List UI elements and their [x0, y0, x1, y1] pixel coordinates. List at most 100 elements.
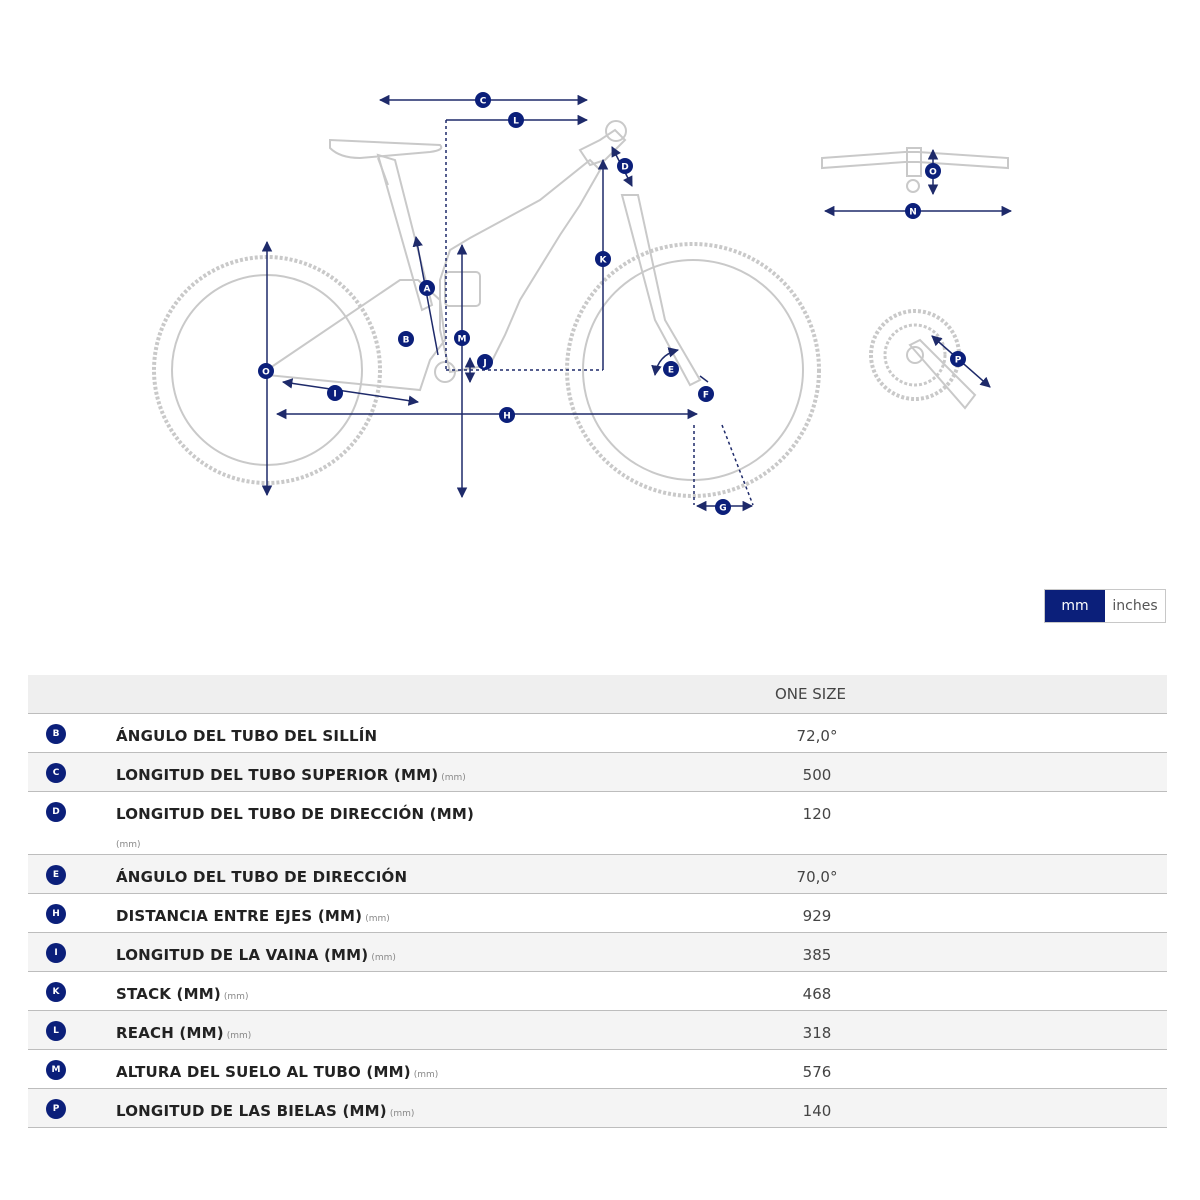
- frame-main: [439, 158, 602, 374]
- crank-bb: [906, 346, 924, 364]
- row-label: DISTANCIA ENTRE EJES (MM)(mm): [116, 907, 390, 925]
- table-row: P LONGITUD DE LAS BIELAS (MM)(mm) 140: [28, 1089, 1167, 1128]
- row-badge: B: [46, 724, 66, 744]
- handlebar-clamp: [906, 147, 922, 177]
- svg-text:K: K: [600, 256, 608, 266]
- row-badge: D: [46, 802, 66, 822]
- row-label: ÁNGULO DEL TUBO DEL SILLÍN: [116, 727, 378, 745]
- diagram-markers: C L D K A B M J O I H E F G O N P: [258, 92, 966, 515]
- dim-e-arc: [651, 347, 680, 377]
- marker-n: N: [905, 203, 921, 219]
- svg-text:D: D: [621, 163, 628, 173]
- svg-text:P: P: [955, 356, 962, 366]
- row-value: 318: [802, 1024, 832, 1042]
- marker-k: K: [595, 251, 611, 267]
- row-unit: (mm): [116, 840, 141, 850]
- handlebar-bolt: [906, 179, 920, 193]
- unit-inches-button[interactable]: inches: [1105, 590, 1165, 622]
- row-badge: P: [46, 1099, 66, 1119]
- saddle: [329, 138, 443, 160]
- table-row: M ALTURA DEL SUELO AL TUBO (MM)(mm) 576: [28, 1050, 1167, 1089]
- unit-toggle: mm inches: [1044, 589, 1166, 623]
- marker-c: C: [475, 92, 491, 108]
- marker-f: F: [698, 386, 714, 402]
- svg-text:O: O: [262, 368, 270, 378]
- row-label: STACK (MM)(mm): [116, 985, 249, 1003]
- seat-post: [377, 157, 389, 186]
- marker-i: I: [327, 385, 343, 401]
- table-row: C LONGITUD DEL TUBO SUPERIOR (MM)(mm) 50…: [28, 753, 1167, 792]
- row-value: 385: [802, 946, 832, 964]
- bike-geometry-diagram: C L D K A B M J O I H E F G O N P: [152, 92, 1013, 515]
- row-unit: (mm): [389, 1109, 415, 1119]
- svg-text:F: F: [703, 391, 709, 401]
- row-label: LONGITUD DEL TUBO SUPERIOR (MM)(mm): [116, 766, 466, 784]
- unit-mm-button[interactable]: mm: [1045, 590, 1105, 622]
- svg-text:G: G: [719, 504, 726, 514]
- svg-text:H: H: [503, 412, 511, 422]
- fork: [620, 194, 702, 387]
- row-unit: (mm): [365, 914, 390, 924]
- table-row: H DISTANCIA ENTRE EJES (MM)(mm) 929: [28, 894, 1167, 933]
- seat-tube: [376, 153, 434, 312]
- marker-o: O: [258, 363, 274, 379]
- svg-text:O: O: [929, 168, 937, 178]
- row-badge: K: [46, 982, 66, 1002]
- svg-text:B: B: [403, 336, 410, 346]
- bike-outline: [152, 120, 821, 498]
- row-unit: (mm): [223, 992, 249, 1002]
- table-header: ONE SIZE: [28, 675, 1167, 714]
- row-label: LONGITUD DEL TUBO DE DIRECCIÓN (MM)(mm): [116, 805, 475, 850]
- svg-text:C: C: [480, 97, 487, 107]
- row-label: REACH (MM)(mm): [116, 1024, 252, 1042]
- svg-text:J: J: [482, 359, 486, 369]
- row-unit: (mm): [371, 953, 396, 963]
- front-rim: [582, 259, 804, 481]
- svg-text:E: E: [668, 366, 674, 376]
- table-row: B ÁNGULO DEL TUBO DEL SILLÍN 72,0°: [28, 714, 1167, 753]
- dim-f-line: [699, 375, 709, 383]
- bar-clamp: [605, 120, 627, 142]
- row-value: 576: [802, 1063, 832, 1081]
- row-value: 72,0°: [796, 727, 838, 745]
- row-value: 120: [802, 805, 832, 823]
- row-unit: (mm): [441, 773, 466, 783]
- row-unit: (mm): [413, 1070, 439, 1080]
- row-label: ALTURA DEL SUELO AL TUBO (MM)(mm): [116, 1063, 439, 1081]
- row-label: LONGITUD DE LAS BIELAS (MM)(mm): [116, 1102, 415, 1120]
- table-row: D LONGITUD DEL TUBO DE DIRECCIÓN (MM)(mm…: [28, 792, 1167, 855]
- marker-d: D: [617, 158, 633, 174]
- crank-detail: [869, 309, 991, 410]
- table-row: E ÁNGULO DEL TUBO DE DIRECCIÓN 70,0°: [28, 855, 1167, 894]
- row-badge: C: [46, 763, 66, 783]
- svg-text:N: N: [909, 208, 917, 218]
- geometry-table: ONE SIZE B ÁNGULO DEL TUBO DEL SILLÍN 72…: [28, 675, 1167, 1128]
- row-value: 468: [802, 985, 832, 1003]
- svg-text:L: L: [513, 117, 519, 127]
- crank-spindle: [434, 361, 456, 383]
- front-tire: [565, 242, 821, 498]
- row-badge: E: [46, 865, 66, 885]
- table-row: L REACH (MM)(mm) 318: [28, 1011, 1167, 1050]
- svg-text:M: M: [458, 335, 467, 345]
- size-column-header: ONE SIZE: [775, 685, 846, 703]
- marker-o-handlebar: O: [925, 163, 941, 179]
- marker-h: H: [499, 407, 515, 423]
- row-value: 500: [802, 766, 832, 784]
- svg-text:I: I: [333, 390, 336, 400]
- row-badge: M: [46, 1060, 66, 1080]
- marker-l: L: [508, 112, 524, 128]
- dim-i-line: [281, 378, 420, 406]
- marker-p: P: [950, 351, 966, 367]
- table-row: K STACK (MM)(mm) 468: [28, 972, 1167, 1011]
- handlebar-detail: [821, 147, 1013, 217]
- marker-b: B: [398, 331, 414, 347]
- row-label: ÁNGULO DEL TUBO DE DIRECCIÓN: [116, 868, 408, 886]
- marker-m: M: [454, 330, 470, 346]
- marker-e: E: [663, 361, 679, 377]
- row-unit: (mm): [226, 1031, 252, 1041]
- crank-arm: [908, 338, 977, 410]
- row-value: 70,0°: [796, 868, 838, 886]
- dim-g-right: [721, 424, 754, 506]
- row-value: 929: [802, 907, 832, 925]
